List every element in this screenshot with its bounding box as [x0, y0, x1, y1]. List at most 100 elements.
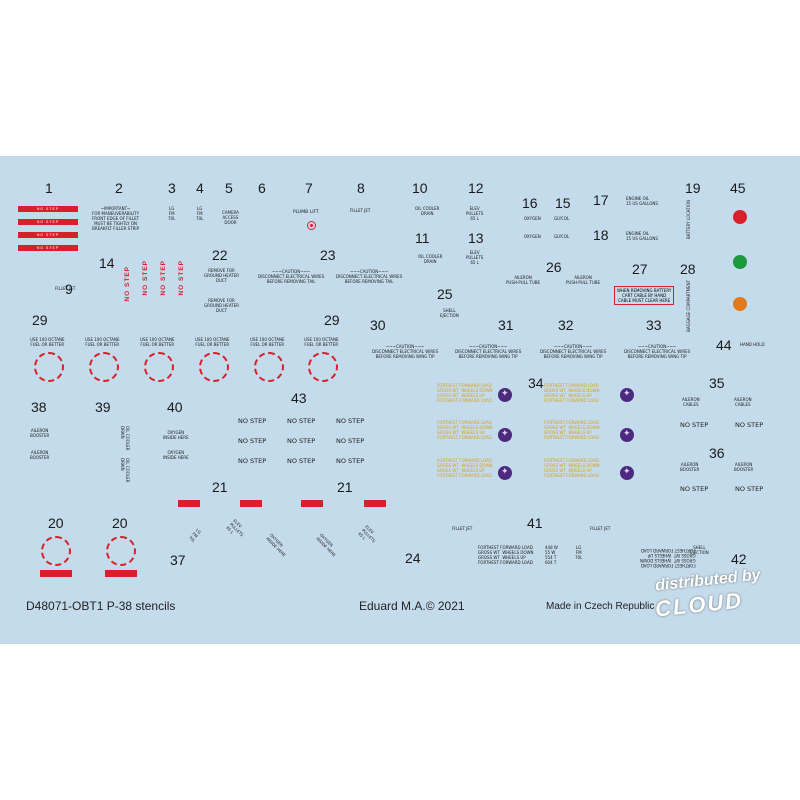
fuel-filler-ring: [41, 536, 71, 566]
red-warning-box: [301, 500, 323, 507]
aileron-booster-stencil: AILERON BOOSTER: [680, 462, 700, 472]
engine-oil-stencil: ENGINE OIL 15 US GALLONS: [626, 231, 658, 241]
remove-heater-stencil: REMOVE FOR GROUND HEATER DUCT: [204, 298, 240, 313]
stencil-number: 29: [32, 312, 48, 328]
no-step-stencil: NO STEP: [680, 485, 709, 493]
octane-label: USE 100 OCTANE FUEL OR BETTER: [195, 337, 230, 347]
oxygen-stencil: OXYGEN: [524, 216, 541, 221]
no-step-stencil: NO STEP: [336, 417, 365, 425]
fillet-jet-stencil: FILLET JET: [350, 208, 371, 213]
battery-warning-stencil: WHEN REMOVING BATTERY CART CABLE BY HAND…: [614, 286, 675, 305]
stencil-number: 43: [291, 390, 307, 406]
camera-access-stencil: CAMERA ACCESS DOOR: [222, 210, 239, 225]
caution-wing-stencil: ~~~CAUTION~~~ DISCONNECT ELECTRICAL WIRE…: [455, 344, 522, 359]
lg-stencil: LG FM 70L: [196, 206, 204, 221]
caution-wing-stencil: ~~~CAUTION~~~ DISCONNECT ELECTRICAL WIRE…: [540, 344, 607, 359]
purple-insignia-icon: [498, 388, 512, 402]
oil-cooler-stencil: OIL COOLER DRAIN: [120, 458, 130, 483]
load-values-stencil: 448 W 55 W 554 T 604 T: [545, 545, 558, 565]
no-step-stencil: NO STEP: [680, 421, 709, 429]
caution-wing-stencil: ~~~CAUTION~~~ DISCONNECT ELECTRICAL WIRE…: [624, 344, 691, 359]
no-step-bar: NO STEP: [18, 206, 78, 212]
stencil-number: 41: [527, 515, 543, 531]
vertical-no-step: NO STEP: [124, 266, 131, 302]
battery-location-stencil: BATTERY LOCATION: [686, 200, 691, 239]
stencil-number: 20: [112, 515, 128, 531]
stencil-number: 8: [357, 180, 365, 196]
oxygen-inside-stencil: OXYGEN INSIDE HERE: [163, 430, 189, 440]
footer-copyright: Eduard M.A.© 2021: [359, 599, 465, 613]
fuel-filler-ring: [254, 352, 284, 382]
octane-label: USE 100 OCTANE FUEL OR BETTER: [30, 337, 65, 347]
caution-tail-stencil: ~~~CAUTION~~~ DISCONNECT ELECTRICAL WIRE…: [336, 269, 403, 284]
red-warning-box: [178, 500, 200, 507]
stencil-number: 37: [170, 552, 186, 568]
stencil-number: 7: [305, 180, 313, 196]
stencil-number: 39: [95, 399, 111, 415]
vertical-no-step: NO STEP: [142, 260, 149, 296]
fuel-filler-ring: [34, 352, 64, 382]
no-step-stencil: NO STEP: [238, 417, 267, 425]
amber-lamp-icon: [733, 297, 747, 311]
stencil-number: 12: [468, 180, 484, 196]
aileron-cables-stencil: AILERON CABLES: [682, 397, 700, 407]
fillet-jet-stencil: FILLET JET: [590, 526, 611, 531]
vertical-no-step: NO STEP: [160, 260, 167, 296]
elev-pullets-stencil: ELEV PULLETS 65 L: [466, 206, 484, 221]
glycol-stencil: GLYCOL: [554, 216, 570, 221]
fillet-jet-stencil: FILLET JET: [55, 286, 76, 291]
stencil-number: 19: [685, 180, 701, 196]
stencil-number: 16: [522, 195, 538, 211]
footer-origin: Made in Czech Republic: [546, 601, 655, 612]
vertical-no-step: NO STEP: [178, 260, 185, 296]
no-step-stencil: NO STEP: [287, 437, 316, 445]
caution-wing-stencil: ~~~CAUTION~~~ DISCONNECT ELECTRICAL WIRE…: [372, 344, 439, 359]
yellow-data-block: FORTHEST FORWARD LOAD GROSS WT WHEELS DO…: [437, 420, 493, 440]
load-table-stencil: FORTHEST FORWARD LOAD GROSS WT WHEELS DO…: [478, 545, 534, 565]
caution-tail-stencil: ~~~CAUTION~~~ DISCONNECT ELECTRICAL WIRE…: [258, 269, 325, 284]
stencil-number: 21: [212, 479, 228, 495]
stencil-number: 30: [370, 317, 386, 333]
stencil-number: 40: [167, 399, 183, 415]
important-fillet-stencil: ~IMPORTANT~ FOR MANEUVERABILITY FRONT ED…: [92, 206, 140, 231]
stencil-number: 1: [45, 180, 53, 196]
fuel-filler-ring: [106, 536, 136, 566]
stencil-number: 5: [225, 180, 233, 196]
octane-label: USE 100 OCTANE FUEL OR BETTER: [304, 337, 339, 347]
stencil-number: 3: [168, 180, 176, 196]
aileron-push-pull-stencil: AILERON PUSH-PULL TUBE: [506, 275, 541, 285]
glycol-stencil: GLYCOL: [554, 234, 570, 239]
aileron-booster-stencil: AILERON BOOSTER: [30, 450, 50, 460]
stencil-number: 42: [731, 551, 747, 567]
plumb-lift-stencil: PLUMB LIFT: [293, 210, 319, 215]
red-lamp-icon: [733, 210, 747, 224]
stencil-number: 24: [405, 550, 421, 566]
stencil-number: 44: [716, 337, 732, 353]
stencil-number: 22: [212, 247, 228, 263]
oil-cooler-stencil: OIL COOLER DRAIN: [415, 206, 440, 216]
decal-sheet: [0, 156, 800, 644]
oil-cooler-stencil: OIL COOLER DRAIN: [120, 426, 130, 451]
green-lamp-icon: [733, 255, 747, 269]
stencil-number: 9: [65, 281, 73, 297]
elev-pullets-stencil: ELEV PULLETS 65 L: [466, 250, 484, 265]
red-warning-box: [240, 500, 262, 507]
remove-heater-stencil: REMOVE FOR GROUND HEATER DUCT: [204, 268, 240, 283]
fuel-filler-ring: [144, 352, 174, 382]
yellow-data-block: FORTHEST FORWARD LOAD GROSS WT WHEELS DO…: [544, 458, 600, 478]
fuel-filler-ring: [199, 352, 229, 382]
purple-insignia-icon: [498, 428, 512, 442]
stencil-number: 35: [709, 375, 725, 391]
no-step-stencil: NO STEP: [735, 485, 764, 493]
stencil-number: 11: [415, 230, 430, 246]
yellow-data-block: FORTHEST FORWARD LOAD GROSS WT WHEELS DO…: [437, 458, 493, 478]
stencil-number: 10: [412, 180, 428, 196]
stencil-number: 4: [196, 180, 204, 196]
no-step-stencil: NO STEP: [238, 457, 267, 465]
no-step-stencil: NO STEP: [336, 437, 365, 445]
stencil-number: 13: [468, 230, 484, 246]
octane-red-label: [105, 570, 137, 577]
octane-label: USE 100 OCTANE FUEL OR BETTER: [85, 337, 120, 347]
footer-product-code: D48071-OBT1 P-38 stencils: [26, 599, 176, 613]
lg-stencil: LG FM 70L: [575, 545, 583, 560]
